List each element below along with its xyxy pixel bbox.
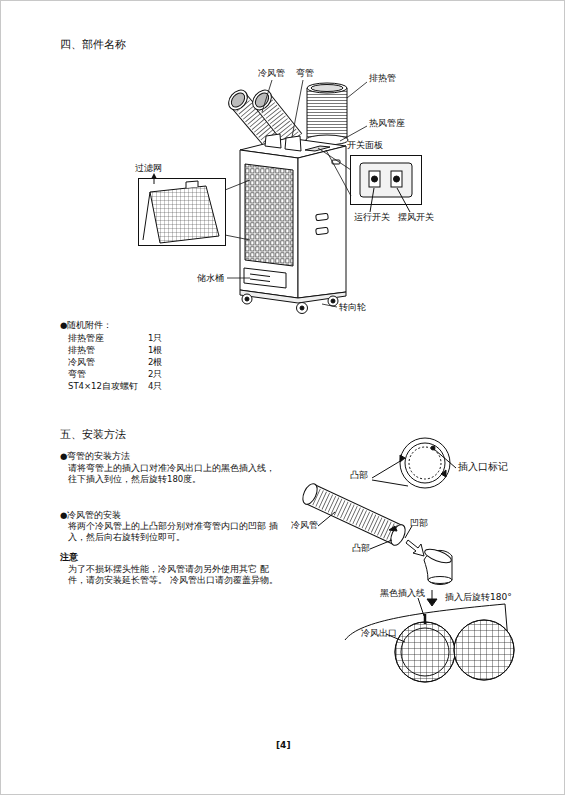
part-name: 冷风出口 xyxy=(361,628,397,640)
part-name: 转向轮 xyxy=(339,302,366,314)
part-name: 凹部 xyxy=(410,518,428,530)
part-name: 热风管座 xyxy=(369,118,405,130)
list-heading: ●随机附件： xyxy=(60,320,112,331)
filter-inset: 过滤网 xyxy=(138,178,226,246)
air-conditioner-drawing xyxy=(225,83,348,314)
part-name: 储水桶 xyxy=(197,273,224,285)
part-name: 冷风管 xyxy=(258,68,285,80)
section-heading: 四、部件名称 xyxy=(60,38,126,52)
step-heading: ●冷风管的安装 xyxy=(60,510,121,521)
inset-heading: 开关面板 xyxy=(347,140,383,152)
table-cell: 4只 xyxy=(148,381,162,392)
part-name: 黑色插入线 xyxy=(380,588,425,600)
table-cell: 1根 xyxy=(148,345,162,356)
table-cell: 排热管 xyxy=(68,345,95,356)
installation-drawing xyxy=(300,438,514,682)
part-name: 摆风开关 xyxy=(398,212,434,224)
switch-panel-inset: 开关面板 xyxy=(350,155,422,205)
inset-heading: 过滤网 xyxy=(135,163,162,175)
table-cell: ST4×12自攻螺钉 xyxy=(68,381,138,392)
step-text: 将两个冷风管上的上凸部分别对准弯管内口的凹部 插入，然后向右旋转到位即可。 xyxy=(68,521,283,543)
note-text: 为了不损坏摆头性能，冷风管请勿另外使用其它 配件，请勿安装延长管等。 冷风管出口… xyxy=(68,564,283,586)
switch-panel-detail xyxy=(351,156,421,212)
part-name: 冷风管 xyxy=(291,520,318,532)
table-cell: 弯管 xyxy=(68,369,86,380)
section-heading: 五、安装方法 xyxy=(60,428,126,442)
table-cell: 2根 xyxy=(148,357,162,368)
part-name: 运行开关 xyxy=(354,212,390,224)
note-heading: 注意 xyxy=(60,552,78,564)
page-number: [4] xyxy=(276,740,291,752)
step-text: 请将弯管上的插入口对准冷风出口上的黑色插入线， 往下插入到位，然后旋转180度。 xyxy=(68,463,283,485)
part-name: 凸部 xyxy=(350,470,368,482)
table-cell: 冷风管 xyxy=(68,357,95,368)
part-name: 弯管 xyxy=(296,68,314,80)
table-cell: 2只 xyxy=(148,369,162,380)
part-name: 排热管 xyxy=(369,73,396,85)
filter-detail xyxy=(139,176,225,245)
step-heading: ●弯管的安装方法 xyxy=(60,451,130,462)
part-name: 凸部 xyxy=(352,543,370,555)
table-cell: 1只 xyxy=(148,333,162,344)
part-name: 插入口标记 xyxy=(458,460,508,473)
instruction-label: 插入后旋转180° xyxy=(445,592,512,604)
leader-lines xyxy=(225,80,367,307)
table-cell: 排热管座 xyxy=(68,333,104,344)
